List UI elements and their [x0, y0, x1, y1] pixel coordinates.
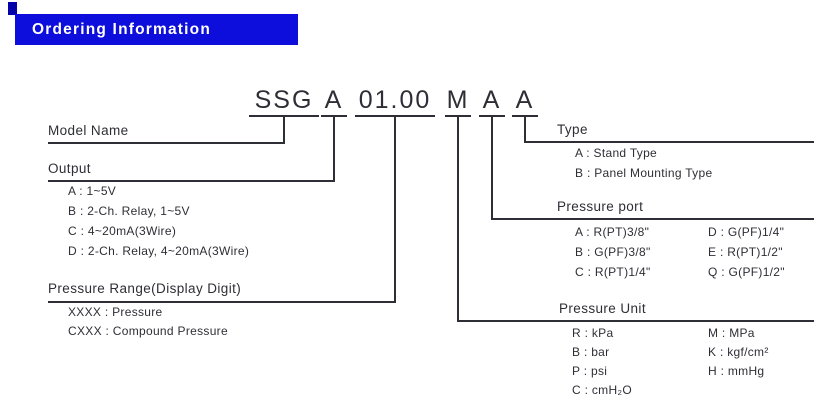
type-option: B : Panel Mounting Type	[575, 166, 713, 180]
pressure-unit-option: M : MPa	[708, 326, 755, 340]
connector-vertical-pressure-unit	[457, 117, 459, 322]
pressure-unit-option: K : kgf/cm²	[708, 345, 769, 359]
label-model-name: Model Name	[48, 123, 129, 138]
pressure-range-options: XXXX : Pressure CXXX : Compound Pressure	[68, 303, 228, 341]
pressure-port-option: A : R(PT)3/8"	[575, 225, 650, 239]
output-option: D : 2-Ch. Relay, 4~20mA(3Wire)	[68, 244, 250, 258]
pressure-port-options-col2: D : G(PF)1/4" E : R(PT)1/2" Q : G(PF)1/2…	[708, 222, 785, 282]
connector-horizontal-pressure-port	[491, 218, 814, 220]
pressure-port-option: D : G(PF)1/4"	[708, 225, 785, 239]
connector-vertical-output	[333, 117, 335, 182]
pressure-unit-option: P : psi	[572, 364, 608, 378]
connector-horizontal-pressure-range	[48, 301, 396, 303]
connector-horizontal-pressure-unit	[457, 320, 814, 322]
pressure-port-option: B : G(PF)3/8"	[575, 245, 651, 259]
code-segment-pressure-unit: M	[445, 87, 471, 117]
pressure-unit-options-col1: R : kPa B : bar P : psi C : cmH₂O	[572, 324, 632, 400]
code-segment-model: SSG	[249, 87, 319, 117]
connector-horizontal-type	[524, 141, 814, 143]
label-pressure-range: Pressure Range(Display Digit)	[48, 281, 242, 296]
pressure-unit-options-col2: M : MPa K : kgf/cm² H : mmHg	[708, 324, 769, 381]
output-option: B : 2-Ch. Relay, 1~5V	[68, 204, 190, 218]
connector-horizontal-output	[48, 180, 335, 182]
type-options: A : Stand Type B : Panel Mounting Type	[575, 143, 712, 183]
label-output: Output	[48, 161, 91, 176]
label-pressure-unit: Pressure Unit	[559, 301, 646, 316]
pressure-unit-option: H : mmHg	[708, 364, 765, 378]
pressure-unit-option: C : cmH₂O	[572, 383, 633, 397]
connector-vertical-type	[524, 117, 526, 143]
code-segment-pressure-range: 01.00	[355, 87, 435, 117]
connector-vertical-pressure-range	[394, 117, 396, 303]
pressure-port-option: Q : G(PF)1/2"	[708, 265, 785, 279]
pressure-port-options-col1: A : R(PT)3/8" B : G(PF)3/8" C : R(PT)1/4…	[575, 222, 651, 282]
pressure-unit-option: R : kPa	[572, 326, 614, 340]
output-option: C : 4~20mA(3Wire)	[68, 224, 177, 238]
label-type: Type	[557, 122, 588, 137]
pressure-range-option: XXXX : Pressure	[68, 305, 163, 319]
type-option: A : Stand Type	[575, 146, 658, 160]
pressure-port-option: C : R(PT)1/4"	[575, 265, 651, 279]
code-segment-output: A	[321, 87, 347, 117]
page-title: Ordering Information	[15, 14, 298, 45]
connector-horizontal-model-name	[48, 142, 285, 144]
connector-vertical-pressure-port	[491, 117, 493, 220]
pressure-range-option: CXXX : Compound Pressure	[68, 324, 228, 338]
pressure-unit-option: B : bar	[572, 345, 610, 359]
corner-accent-square	[8, 2, 17, 15]
code-segment-type: A	[512, 87, 538, 117]
output-options: A : 1~5V B : 2-Ch. Relay, 1~5V C : 4~20m…	[68, 181, 249, 261]
pressure-port-option: E : R(PT)1/2"	[708, 245, 783, 259]
connector-vertical-model-name	[283, 117, 285, 144]
code-segment-pressure-port: A	[479, 87, 505, 117]
label-pressure-port: Pressure port	[557, 199, 644, 214]
output-option: A : 1~5V	[68, 184, 117, 198]
